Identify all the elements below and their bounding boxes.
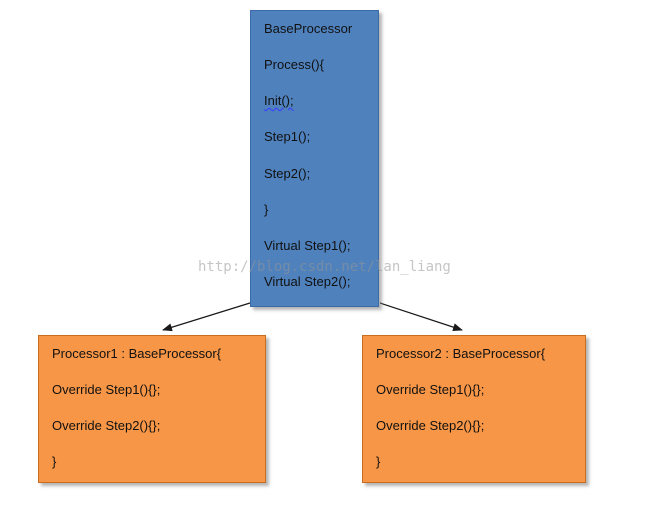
processor2-class-decl: Processor2 : BaseProcessor{	[376, 346, 546, 361]
processor2-class-close: }	[376, 454, 381, 469]
virtual-step1: Virtual Step1();	[264, 238, 351, 253]
arrow-to-processor2	[379, 302, 463, 331]
virtual-step2: Virtual Step2();	[264, 274, 351, 289]
processor1-class-decl: Processor1 : BaseProcessor{	[52, 346, 222, 361]
base-class-name: BaseProcessor	[264, 21, 353, 36]
processor2-box: Processor2 : BaseProcessor{ Override Ste…	[362, 335, 586, 483]
process-method-open: Process(){	[264, 57, 324, 72]
process-method-close: }	[264, 202, 269, 217]
processor1-override-step1: Override Step1(){};	[52, 382, 161, 397]
processor1-class-close: }	[52, 454, 57, 469]
step1-call: Step1();	[264, 129, 311, 144]
processor2-override-step1: Override Step1(){};	[376, 382, 485, 397]
init-call: Init();	[264, 93, 294, 108]
watermark: http://blog.csdn.net/lan_liang	[198, 259, 451, 275]
processor2-override-step2: Override Step2(){};	[376, 418, 485, 433]
step2-call: Step2();	[264, 166, 311, 181]
processor1-override-step2: Override Step2(){};	[52, 418, 161, 433]
arrow-to-processor1	[162, 302, 251, 332]
processor1-box: Processor1 : BaseProcessor{ Override Ste…	[38, 335, 266, 483]
base-processor-box: BaseProcessor Process(){ Init(); Step1()…	[250, 10, 379, 307]
